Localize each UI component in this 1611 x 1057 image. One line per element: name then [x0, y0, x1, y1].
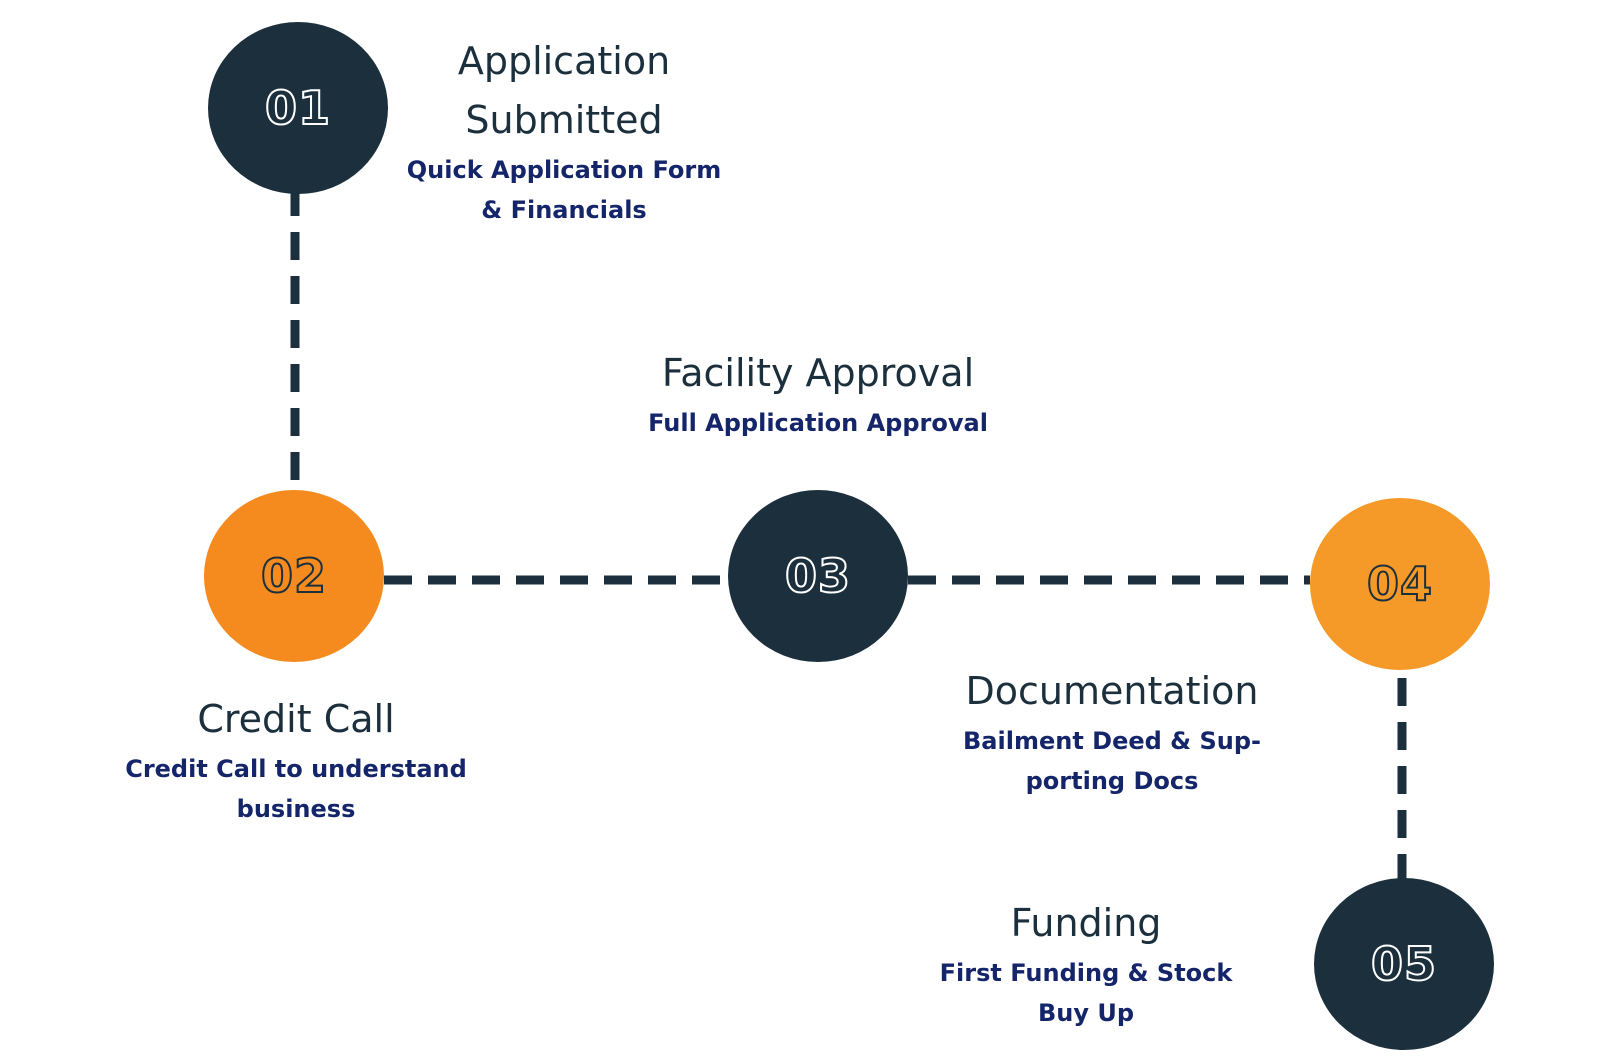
- step-05-subtitle: First Funding & Stock Buy Up: [939, 959, 1233, 1027]
- step-05-circle: 05: [1314, 878, 1494, 1050]
- step-03-title: Facility Approval: [661, 351, 975, 395]
- step-02-number: 02: [260, 548, 327, 604]
- step-02-circle: 02: [204, 490, 384, 662]
- step-01-title: Application Submitted: [457, 39, 671, 142]
- step-04-label: Documentation Bailment Deed & Sup-portin…: [950, 662, 1274, 801]
- step-05-label: Funding First Funding & Stock Buy Up: [910, 894, 1262, 1033]
- step-04-subtitle: Bailment Deed & Sup-porting Docs: [963, 727, 1261, 795]
- step-01-circle: 01: [208, 22, 388, 194]
- step-04-number: 04: [1366, 556, 1433, 612]
- step-05-title: Funding: [1010, 901, 1162, 945]
- step-02-label: Credit Call Credit Call to understand bu…: [118, 690, 474, 829]
- step-03-subtitle: Full Application Approval: [648, 409, 988, 437]
- step-03-circle: 03: [728, 490, 908, 662]
- step-05-number: 05: [1370, 936, 1437, 992]
- step-03-number: 03: [784, 548, 851, 604]
- step-02-title: Credit Call: [197, 697, 395, 741]
- step-01-label: Application Submitted Quick Application …: [404, 32, 724, 230]
- step-01-number: 01: [264, 80, 331, 136]
- step-02-subtitle: Credit Call to understand business: [125, 755, 467, 823]
- step-03-label: Facility Approval Full Application Appro…: [630, 344, 1006, 443]
- step-04-circle: 04: [1310, 498, 1490, 670]
- step-04-title: Documentation: [965, 669, 1259, 713]
- step-01-subtitle: Quick Application Form & Financials: [406, 156, 722, 224]
